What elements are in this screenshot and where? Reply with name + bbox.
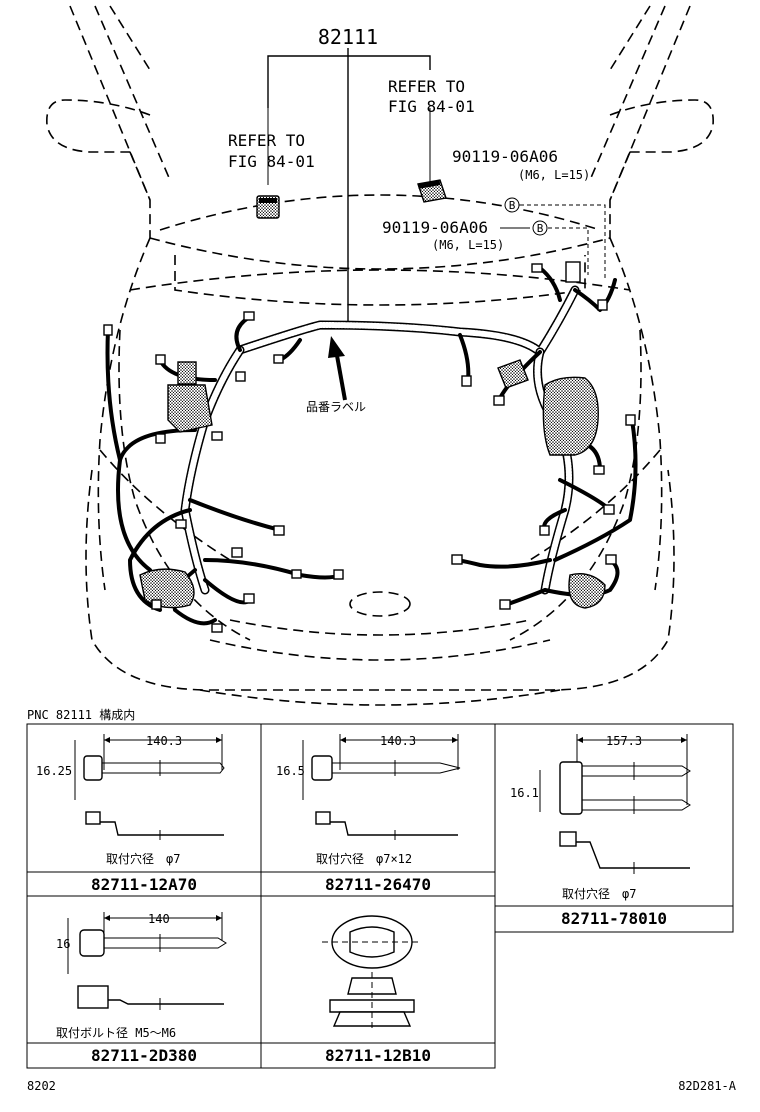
- parts-table: [26, 723, 734, 1069]
- callout-lines: [267, 48, 606, 401]
- label-callout: 品番ラベル: [306, 400, 366, 414]
- table-caption: PNC 82111 構成内: [27, 708, 135, 722]
- part-number-4: 82711-2D380: [91, 1046, 197, 1065]
- svg-text:取付穴径 φ7: 取付穴径 φ7: [562, 886, 636, 901]
- svg-text:B: B: [537, 222, 544, 235]
- refer-right-line1: REFER TO: [388, 77, 465, 96]
- connector-icon-right: [417, 179, 447, 203]
- refer-left-line1: REFER TO: [228, 131, 305, 150]
- svg-text:140: 140: [148, 912, 170, 926]
- svg-text:157.3: 157.3: [606, 734, 642, 748]
- part-cell-5: 82711-12B10: [322, 915, 431, 1065]
- bolt-upper-part: 90119-06A06: [452, 147, 558, 166]
- svg-text:取付穴径 φ7: 取付穴径 φ7: [106, 851, 180, 866]
- part-number-1: 82711-12A70: [91, 875, 197, 894]
- svg-text:140.3: 140.3: [146, 734, 182, 748]
- svg-text:16.25: 16.25: [36, 764, 72, 778]
- svg-text:取付穴径 φ7×12: 取付穴径 φ7×12: [316, 851, 412, 866]
- vehicle-outline: [46, 5, 714, 706]
- bolt-lower-part: 90119-06A06: [382, 218, 488, 237]
- part-cell-4: 140 16 取付ボルト径 M5～M6 82711-2D380: [56, 912, 227, 1065]
- svg-text:16.5: 16.5: [276, 764, 305, 778]
- bolt-lower-spec: (M6, L=15): [432, 238, 504, 252]
- refer-right-line2: FIG 84-01: [388, 97, 475, 116]
- part-cell-1: 140.3 16.25 取付穴径 φ7 82711-12A70: [36, 734, 225, 894]
- svg-text:16: 16: [56, 937, 70, 951]
- wire-harness: [103, 261, 638, 633]
- refer-left-line2: FIG 84-01: [228, 152, 315, 171]
- bolt-marker-upper: B: [504, 197, 520, 213]
- svg-text:16.1: 16.1: [510, 786, 539, 800]
- part-number-5: 82711-12B10: [325, 1046, 431, 1065]
- part-number-3: 82711-78010: [561, 909, 667, 928]
- bolt-upper-spec: (M6, L=15): [518, 168, 590, 182]
- bolt-marker-lower: B: [532, 220, 548, 236]
- part-cell-3: 157.3 16.1 取付穴径 φ7 82711-78010: [510, 734, 691, 928]
- connector-icon-left: [256, 195, 280, 219]
- footer-left: 8202: [27, 1079, 56, 1093]
- svg-text:B: B: [509, 199, 516, 212]
- footer-right: 82D281-A: [678, 1079, 737, 1093]
- part-number-2: 82711-26470: [325, 875, 431, 894]
- svg-text:140.3: 140.3: [380, 734, 416, 748]
- svg-text:取付ボルト径 M5～M6: 取付ボルト径 M5～M6: [56, 1026, 176, 1040]
- part-cell-2: 140.3 16.5 取付穴径 φ7×12 82711-26470: [276, 734, 461, 894]
- main-part-number: 82111: [318, 25, 378, 49]
